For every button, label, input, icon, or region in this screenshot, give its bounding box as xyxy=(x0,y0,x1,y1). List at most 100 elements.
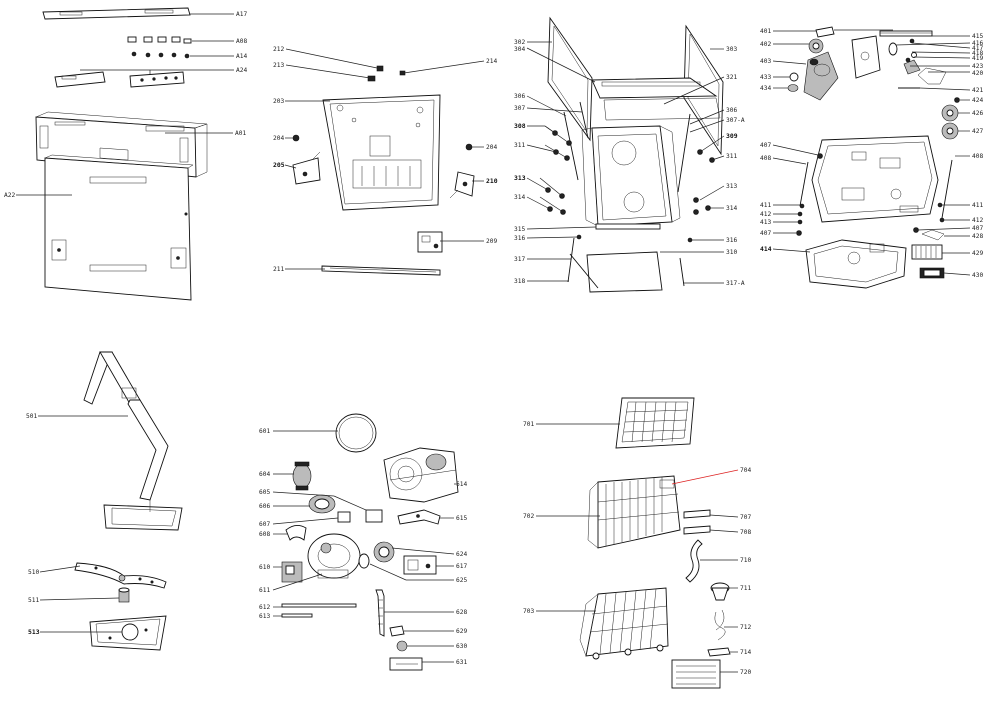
label-203: 203 xyxy=(273,98,284,105)
label-434: 434 xyxy=(760,85,771,92)
label-315: 315 xyxy=(514,226,525,233)
part-433-434 xyxy=(787,72,799,92)
label-412-right: 412 xyxy=(972,217,983,224)
part-703-lower-basket xyxy=(579,587,669,660)
label-214: 214 xyxy=(486,58,497,65)
label-302: 302 xyxy=(514,39,525,46)
label-613: 613 xyxy=(259,613,270,620)
part-612 xyxy=(281,603,357,608)
part-heater-bracket xyxy=(851,30,933,79)
label-611: 611 xyxy=(259,587,270,594)
part-rods-right xyxy=(677,113,691,287)
part-701-cutlery-tray xyxy=(615,397,695,449)
label-310: 310 xyxy=(726,249,737,256)
label-407: 407 xyxy=(760,142,771,149)
part-424-426-427 xyxy=(941,97,960,140)
part-510 xyxy=(74,562,167,589)
group-baskets: 701 704 702 707 708 710 703 711 712 714 … xyxy=(523,397,751,689)
part-714 xyxy=(707,647,731,657)
label-433: 433 xyxy=(760,74,771,81)
part-212-213-214 xyxy=(367,65,406,82)
part-a08 xyxy=(127,36,192,44)
label-708: 708 xyxy=(740,529,751,536)
part-720-label-sheet xyxy=(671,659,721,689)
part-501 xyxy=(83,351,183,531)
label-612: 612 xyxy=(259,604,270,611)
part-401 xyxy=(815,26,893,38)
label-205: 205 xyxy=(273,161,285,169)
label-311: 311 xyxy=(514,142,525,149)
label-510: 510 xyxy=(28,569,39,576)
part-611-sump xyxy=(307,533,361,579)
part-tub-body xyxy=(581,125,681,227)
group-spray-arms: 501 510 511 513 xyxy=(26,351,183,651)
label-703: 703 xyxy=(523,608,534,615)
label-321: 321 xyxy=(726,74,737,81)
label-628: 628 xyxy=(456,609,467,616)
label-407-b: 407 xyxy=(760,230,771,237)
label-408-right: 408 xyxy=(972,153,983,160)
label-511: 511 xyxy=(28,597,39,604)
part-613 xyxy=(281,613,313,618)
label-701: 701 xyxy=(523,421,534,428)
label-212: 212 xyxy=(273,46,284,53)
part-310-gasket xyxy=(586,251,663,293)
part-702-upper-basket xyxy=(587,475,681,549)
label-702: 702 xyxy=(523,513,534,520)
label-607: 607 xyxy=(259,521,270,528)
label-630: 630 xyxy=(456,643,467,650)
group-door-panel: A17 A08 A14 A24 A01 A22 xyxy=(4,7,247,301)
label-407-right: 407 xyxy=(972,225,983,232)
label-412: 412 xyxy=(760,211,771,218)
label-307-a: 307-A xyxy=(726,117,745,124)
part-416-420 xyxy=(898,38,947,89)
part-209 xyxy=(417,231,443,253)
part-base-frame xyxy=(811,135,939,223)
part-302 xyxy=(547,16,593,142)
label-408: 408 xyxy=(760,155,771,162)
part-511 xyxy=(118,587,130,603)
label-417: 417 xyxy=(972,45,983,52)
label-624: 624 xyxy=(456,551,467,558)
part-624-617 xyxy=(358,541,437,575)
label-414: 414 xyxy=(760,245,772,253)
label-303: 303 xyxy=(726,46,737,53)
part-414-sump xyxy=(805,239,907,289)
label-615: 615 xyxy=(456,515,467,522)
label-318: 318 xyxy=(514,278,525,285)
label-601: 601 xyxy=(259,428,270,435)
label-711: 711 xyxy=(740,585,751,592)
label-311-right: 311 xyxy=(726,153,737,160)
label-316-right: 316 xyxy=(726,237,737,244)
label-316: 316 xyxy=(514,235,525,242)
label-605: 605 xyxy=(259,489,270,496)
label-608: 608 xyxy=(259,531,270,538)
label-a24: A24 xyxy=(236,67,247,74)
part-204-left xyxy=(292,134,300,142)
group-base: 401 402 403 433 434 407 408 411 412 413 … xyxy=(760,26,983,289)
label-712: 712 xyxy=(740,624,751,631)
part-a22 xyxy=(44,154,194,301)
label-426: 426 xyxy=(972,110,983,117)
part-rods-left xyxy=(563,101,599,289)
label-631: 631 xyxy=(456,659,467,666)
label-617: 617 xyxy=(456,563,467,570)
label-313-right: 313 xyxy=(726,183,737,190)
label-606: 606 xyxy=(259,503,270,510)
part-604 xyxy=(292,461,312,491)
part-fasteners-left xyxy=(545,130,582,240)
part-607-608 xyxy=(285,525,307,541)
label-416: 416 xyxy=(972,40,983,47)
label-415: 415 xyxy=(972,33,983,40)
label-a22: A22 xyxy=(4,192,15,199)
part-408-rods xyxy=(799,153,953,219)
label-211: 211 xyxy=(273,266,284,273)
part-315 xyxy=(595,223,661,230)
part-601 xyxy=(335,413,377,453)
label-a14: A14 xyxy=(236,53,247,60)
label-428: 428 xyxy=(972,233,983,240)
label-710: 710 xyxy=(740,557,751,564)
label-420: 420 xyxy=(972,70,983,77)
label-401: 401 xyxy=(760,28,771,35)
label-501: 501 xyxy=(26,413,37,420)
